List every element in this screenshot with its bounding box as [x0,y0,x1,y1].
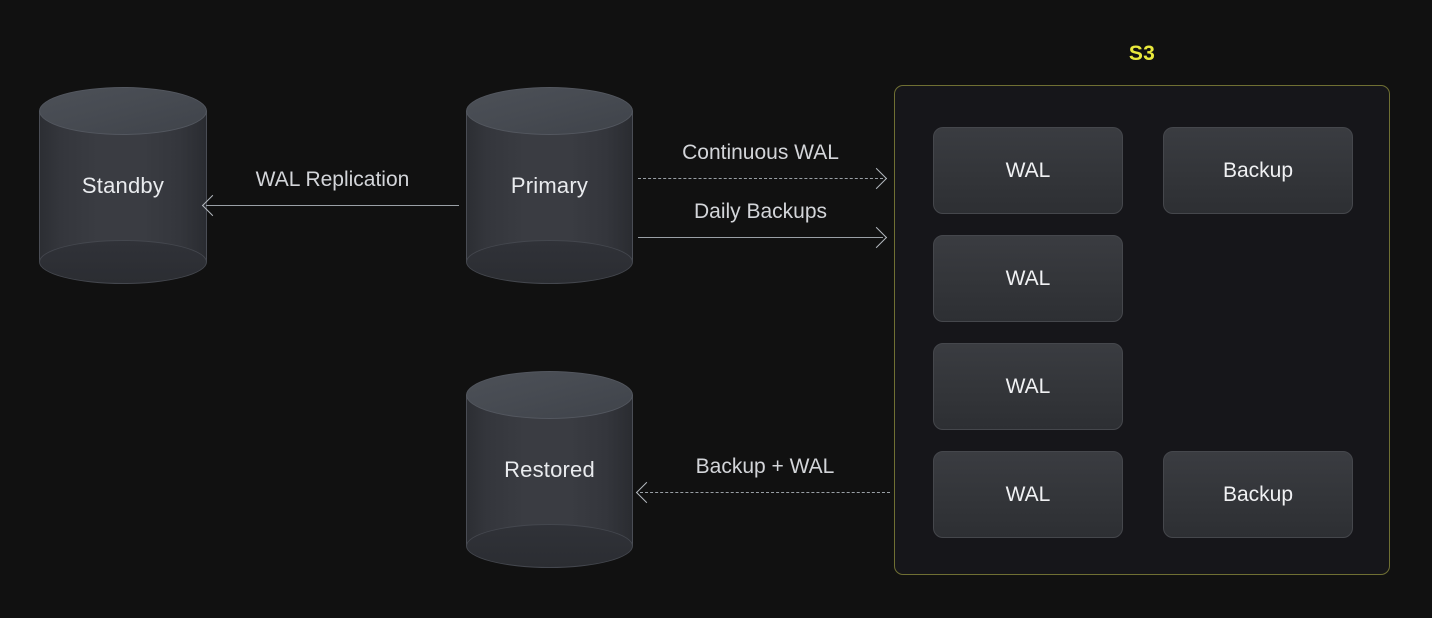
node-standby-label: Standby [81,172,165,198]
arrowhead-right-icon [865,226,888,249]
connector-line [638,237,883,238]
connector-wal-replication-label: WAL Replication [255,168,410,191]
cylinder-body [466,395,633,546]
connector-daily-backups-label: Daily Backups [693,200,828,223]
cylinder-body [39,111,207,262]
s3-cell: WAL [933,235,1123,322]
cylinder-bottom [466,240,633,284]
node-standby[interactable]: Standby [39,87,207,284]
cylinder-body [466,111,633,262]
node-restored[interactable]: Restored [466,371,633,568]
s3-object-backup[interactable]: Backup [1163,451,1353,538]
node-restored-label: Restored [504,456,595,482]
s3-cell: WAL [933,127,1123,214]
cylinder-top [39,87,207,135]
s3-object-wal[interactable]: WAL [933,451,1123,538]
arrowhead-right-icon [865,167,888,190]
s3-object-backup[interactable]: Backup [1163,127,1353,214]
cylinder-top [466,371,633,419]
s3-object-wal[interactable]: WAL [933,235,1123,322]
s3-panel: WAL Backup WAL WAL WAL Backup [894,85,1390,575]
s3-cell: WAL [933,343,1123,430]
connector-restore: Backup + WAL [635,450,890,504]
connector-continuous-wal-label: Continuous WAL [682,141,839,164]
cylinder-top [466,87,633,135]
s3-cell: Backup [1163,127,1353,214]
connector-continuous-wal: Continuous WAL [638,136,888,190]
s3-object-wal[interactable]: WAL [933,127,1123,214]
s3-cell [1163,343,1353,430]
s3-object-grid: WAL Backup WAL WAL WAL Backup [933,127,1353,538]
cylinder-bottom [39,240,207,284]
connector-restore-label: Backup + WAL [695,455,835,478]
connector-line-dashed [638,178,883,179]
s3-object-wal[interactable]: WAL [933,343,1123,430]
connector-line [206,205,459,206]
s3-cell: Backup [1163,451,1353,538]
cylinder-bottom [466,524,633,568]
arrowhead-left-icon [635,481,658,504]
s3-cell: WAL [933,451,1123,538]
node-primary[interactable]: Primary [466,87,633,284]
s3-cell [1163,235,1353,322]
connector-line-dashed [640,492,890,493]
node-primary-label: Primary [510,172,589,198]
connector-daily-backups: Daily Backups [638,195,888,249]
connector-wal-replication: WAL Replication [201,160,459,217]
s3-panel-title: S3 [1128,42,1156,65]
